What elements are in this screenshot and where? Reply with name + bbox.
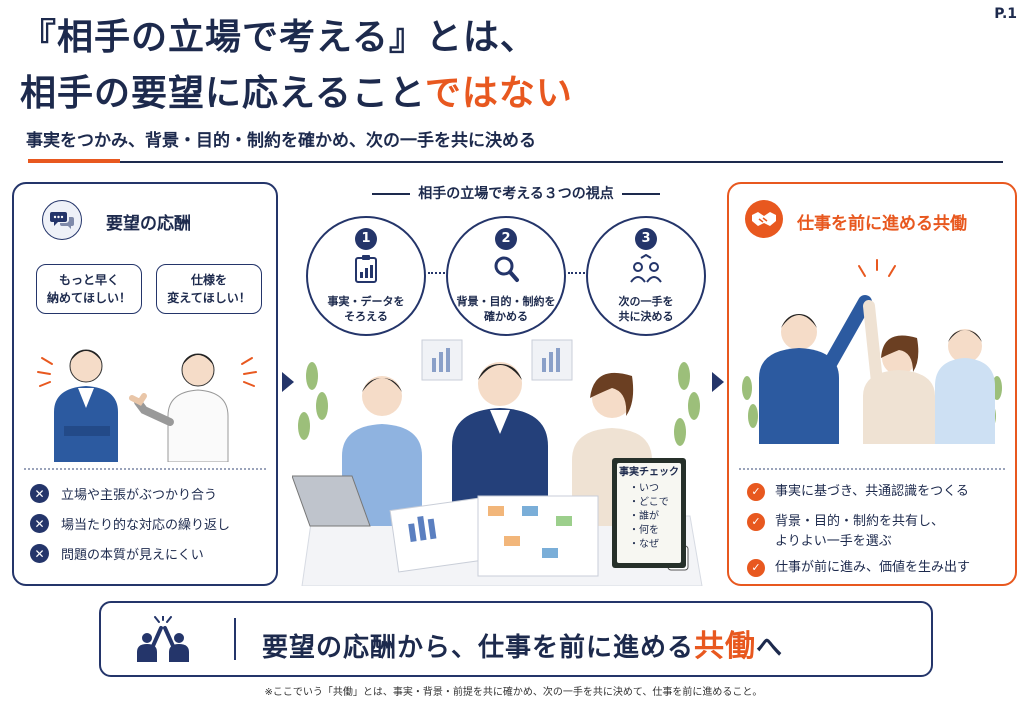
- high-five-illustration: [742, 259, 1002, 444]
- clipboard-chart-icon: [308, 254, 424, 288]
- issue-item: ✕ 問題の本質が見えにくい: [30, 544, 204, 563]
- check-icon: ✓: [747, 513, 765, 531]
- x-icon: ✕: [30, 514, 49, 533]
- conclusion-box: [99, 601, 933, 677]
- arrow-right-icon: [282, 372, 294, 392]
- subtitle: 事実をつかみ、背景・目的・制約を確かめ、次の一手を共に決める: [26, 131, 536, 151]
- connector-dots: [428, 272, 452, 274]
- page-title-line2: 相手の要望に応えることではない: [20, 64, 573, 116]
- board-title: 事実チェック: [619, 467, 679, 478]
- benefit-item: ✓ 背景・目的・制約を共有し、 よりよい一手を選ぶ: [747, 512, 944, 552]
- board-item: ・いつ: [629, 483, 659, 494]
- right-panel-title: 仕事を前に進める共働: [797, 214, 967, 234]
- label-line: 確かめる: [484, 310, 528, 323]
- bubble-right-line2: 変えてほしい！: [167, 291, 251, 305]
- check-icon: ✓: [747, 559, 765, 577]
- board-item: ・何を: [629, 525, 659, 536]
- header-divider-accent: [28, 159, 120, 163]
- x-icon: ✕: [30, 544, 49, 563]
- connector-dots: [568, 272, 592, 274]
- issue-item: ✕ 場当たり的な対応の繰り返し: [30, 514, 230, 533]
- issue-item: ✕ 立場や主張がぶつかり合う: [30, 484, 217, 503]
- conclusion-main: 要望の応酬から、仕事を前に進める: [262, 633, 695, 663]
- left-panel: 要望の応酬 もっと早く 納めてほしい！ 仕様を 変えてほしい！ ✕ 立場や主張がぶ…: [12, 182, 278, 586]
- label-line: そろえる: [344, 310, 388, 323]
- issue-text: 場当たり的な対応の繰り返し: [61, 518, 231, 533]
- conclusion-end: へ: [756, 633, 784, 663]
- header-line-right: [621, 193, 660, 195]
- benefit-text: 背景・目的・制約を共有し、 よりよい一手を選ぶ: [775, 512, 944, 552]
- left-divider: [24, 468, 266, 470]
- benefit-item: ✓ 仕事が前に進み、価値を生み出す: [747, 558, 970, 578]
- viewpoint-2: 2 背景・目的・制約を 確かめる: [446, 216, 566, 336]
- board-item: ・誰が: [629, 511, 659, 522]
- left-panel-title: 要望の応酬: [106, 214, 191, 234]
- x-icon: ✕: [30, 484, 49, 503]
- label-line: 次の一手を: [618, 295, 674, 308]
- magnifier-icon: [448, 254, 564, 288]
- center-header: 相手の立場で考える３つの視点: [322, 183, 710, 203]
- fact-check-board: 事実チェック ・いつ ・どこで ・誰が ・何を ・なぜ: [617, 466, 681, 552]
- benefit-text: 仕事が前に進み、価値を生み出す: [775, 560, 971, 575]
- bottom-divider: [234, 618, 236, 660]
- page-number: P.1: [994, 6, 1017, 22]
- benefit-text: 事実に基づき、共通認識をつくる: [775, 484, 969, 499]
- bubble-left-line1: もっと早く: [58, 273, 119, 287]
- viewpoint-3: 3 次の一手を 共に決める: [586, 216, 706, 336]
- viewpoint-1: 1 事実・データを そろえる: [306, 216, 426, 336]
- check-icon: ✓: [747, 483, 765, 501]
- conclusion-accent: 共働: [694, 629, 757, 664]
- arrow-right-icon: [712, 372, 724, 392]
- speech-bubble-right: 仕様を 変えてほしい！: [156, 264, 262, 314]
- label-line: 背景・目的・制約を: [456, 295, 556, 308]
- board-list: ・いつ ・どこで ・誰が ・何を ・なぜ: [617, 482, 681, 552]
- people-icon: [588, 253, 704, 288]
- footnote: ※ここでいう「共働」とは、事実・背景・前提を共に確かめ、次の一手を共に決めて、仕…: [264, 687, 763, 698]
- conclusion-text: 要望の応酬から、仕事を前に進める共働へ: [262, 621, 783, 665]
- chat-bubbles-icon: [42, 200, 82, 240]
- viewpoint-label: 事実・データを そろえる: [308, 294, 424, 324]
- meeting-illustration: [292, 339, 703, 586]
- board-item: ・なぜ: [629, 539, 659, 550]
- title-accent: ではない: [424, 72, 573, 114]
- number-badge: 1: [355, 228, 377, 250]
- title-main: 相手の要望に応えること: [20, 72, 425, 114]
- bubble-right-line1: 仕様を: [190, 273, 227, 287]
- benefit-line: よりよい一手を選ぶ: [775, 534, 892, 549]
- label-line: 事実・データを: [327, 295, 405, 308]
- right-panel: 仕事を前に進める共働 ✓ 事実に基づき、共通認識をつくる ✓ 背景・目的・制約を共…: [727, 182, 1017, 586]
- center-header-text: 相手の立場で考える３つの視点: [418, 186, 614, 202]
- number-badge: 2: [495, 228, 517, 250]
- right-divider: [739, 468, 1005, 470]
- benefit-line: 背景・目的・制約を共有し、: [775, 514, 945, 529]
- arguing-people-illustration: [37, 349, 257, 462]
- page-title-line1: 『相手の立場で考える』とは、: [20, 16, 537, 58]
- high-five-icon: [131, 607, 195, 671]
- benefit-item: ✓ 事実に基づき、共通認識をつくる: [747, 482, 969, 502]
- label-line: 共に決める: [618, 310, 674, 323]
- issue-text: 立場や主張がぶつかり合う: [61, 488, 218, 503]
- speech-bubble-left: もっと早く 納めてほしい！: [36, 264, 142, 314]
- viewpoint-label: 次の一手を 共に決める: [588, 294, 704, 324]
- handshake-icon: [745, 200, 783, 238]
- issue-text: 問題の本質が見えにくい: [61, 548, 204, 563]
- number-badge: 3: [635, 228, 657, 250]
- viewpoint-label: 背景・目的・制約を 確かめる: [448, 294, 564, 324]
- board-item: ・どこで: [629, 497, 669, 508]
- header-line-left: [372, 193, 411, 195]
- bubble-left-line2: 納めてほしい！: [46, 291, 131, 305]
- header-divider: [28, 161, 1003, 163]
